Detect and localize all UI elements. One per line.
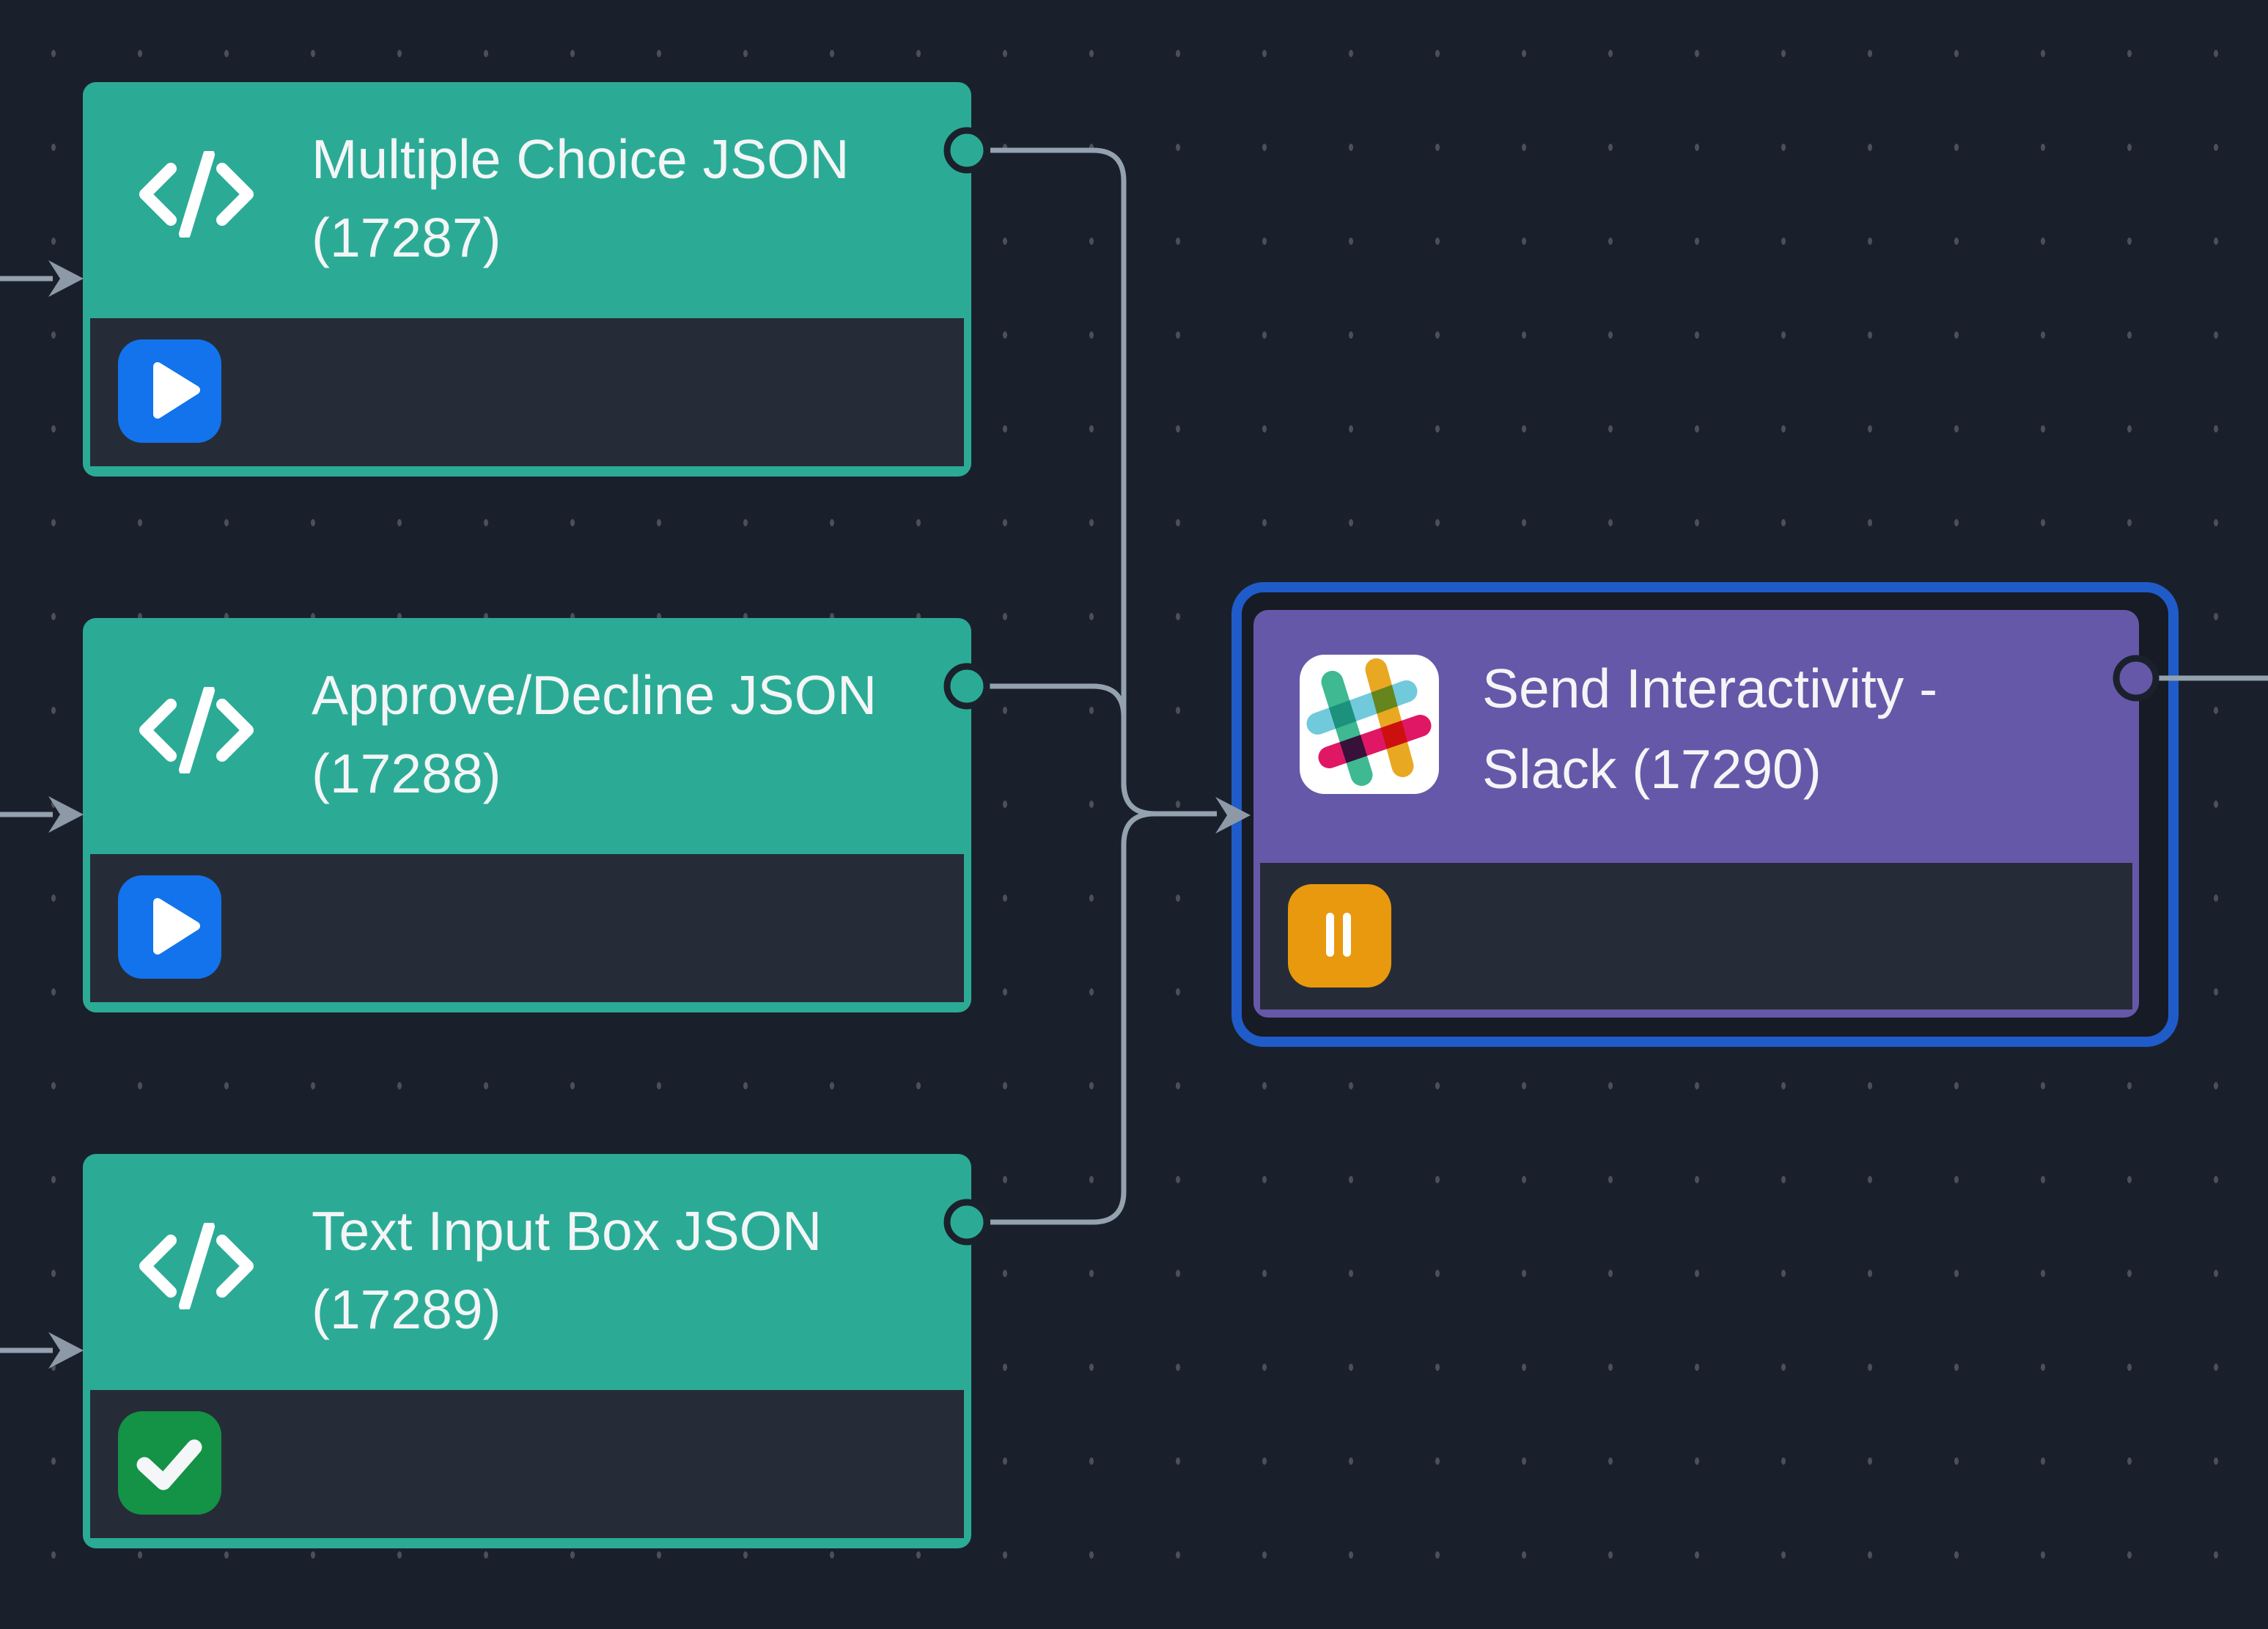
node-title: Text Input Box JSON (17289) bbox=[312, 1200, 822, 1340]
code-icon bbox=[134, 1221, 259, 1312]
node-title: Multiple Choice JSON (17287) bbox=[312, 128, 850, 268]
check-status-button[interactable] bbox=[118, 1411, 221, 1515]
node-status-bar bbox=[90, 318, 964, 466]
node-approve-decline-json[interactable]: Approve/Decline JSON (17288) bbox=[83, 618, 971, 1012]
node-status-bar bbox=[90, 854, 964, 1002]
play-status-button[interactable] bbox=[118, 339, 221, 443]
input-arrow-icon bbox=[48, 1332, 84, 1369]
check-icon bbox=[118, 1411, 221, 1516]
code-icon bbox=[134, 685, 259, 776]
play-icon bbox=[118, 875, 221, 980]
input-arrow-icon bbox=[48, 796, 84, 833]
node-title: Approve/Decline JSON (17288) bbox=[312, 664, 877, 804]
edge-17289-17290[interactable] bbox=[990, 811, 1217, 1225]
input-arrow-icon bbox=[48, 260, 84, 297]
node-multiple-choice-json[interactable]: Multiple Choice JSON (17287) bbox=[83, 82, 971, 477]
slack-icon bbox=[1300, 655, 1439, 794]
pause-status-button[interactable] bbox=[1288, 884, 1391, 988]
pause-icon bbox=[1288, 883, 1391, 989]
edge-17288-17290[interactable] bbox=[989, 683, 1217, 817]
node-title: Send Interactivity - Slack (17290) bbox=[1482, 658, 1938, 800]
node-status-bar bbox=[90, 1390, 964, 1538]
node-status-bar bbox=[1260, 863, 2132, 1010]
node-text-input-box-json[interactable]: Text Input Box JSON (17289) bbox=[83, 1154, 971, 1548]
code-icon bbox=[134, 149, 259, 240]
node-send-interactivity-slack[interactable]: Send Interactivity - Slack (17290) bbox=[1253, 610, 2139, 1018]
play-icon bbox=[118, 339, 221, 444]
play-status-button[interactable] bbox=[118, 875, 221, 979]
edge-17287-17290[interactable] bbox=[990, 147, 1217, 817]
